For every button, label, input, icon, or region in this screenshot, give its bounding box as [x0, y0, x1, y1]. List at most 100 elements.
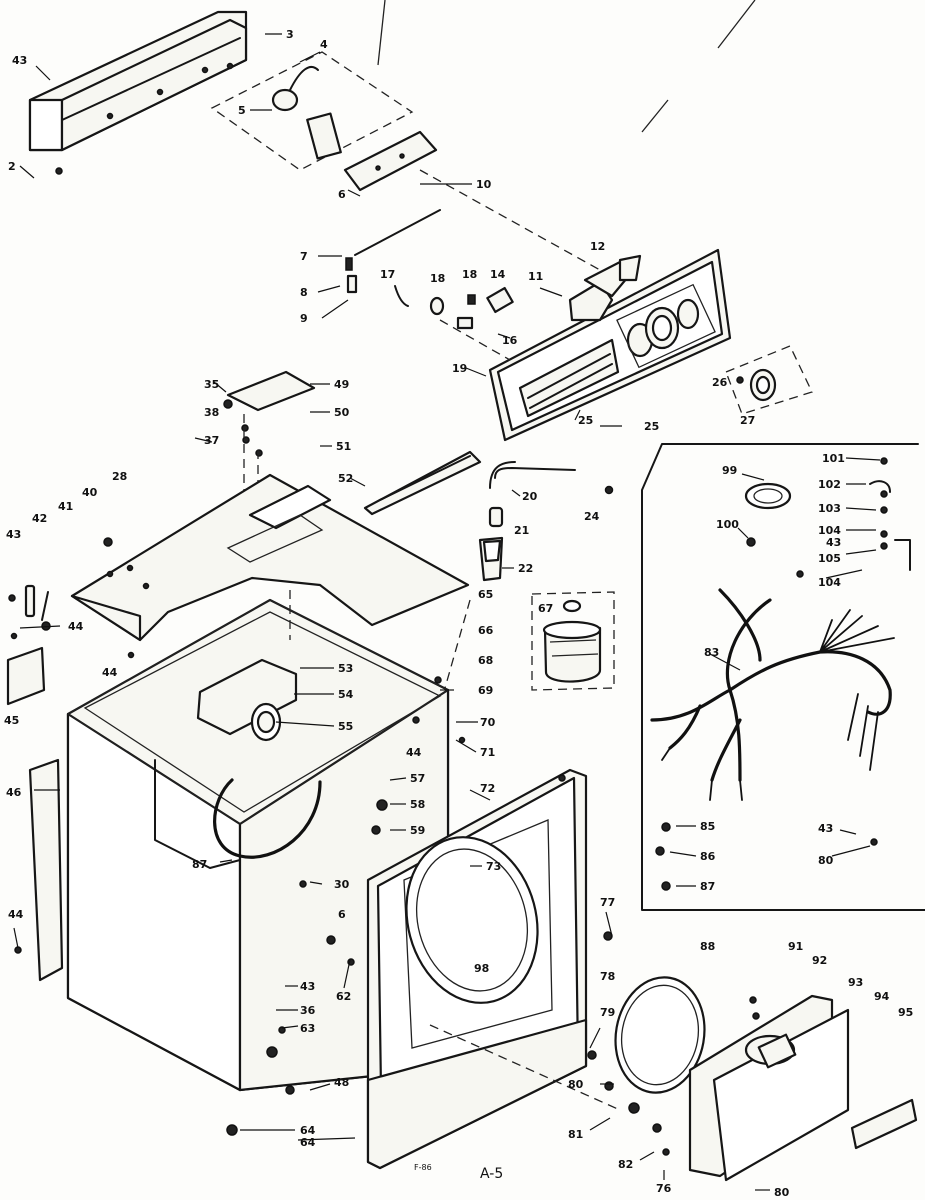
- callout-6: 6: [338, 188, 346, 201]
- callout-99: 99: [722, 464, 737, 477]
- callout-59: 59: [410, 824, 425, 837]
- callout-44-d: 44: [8, 908, 24, 921]
- callout-10: 10: [476, 178, 492, 191]
- callout-44-a: 44: [68, 620, 84, 633]
- callout-58: 58: [410, 798, 425, 811]
- callout-20: 20: [522, 490, 538, 503]
- callout-37: 37: [204, 434, 219, 447]
- small-switch-parts: [394, 285, 514, 361]
- callout-66: 66: [478, 624, 494, 637]
- callout-77: 77: [600, 896, 615, 909]
- callout-22: 22: [518, 562, 533, 575]
- rod-parts: [345, 209, 441, 294]
- leader-lines: [13, 33, 881, 1191]
- callout-95: 95: [898, 1006, 913, 1019]
- callout-57: 57: [410, 772, 425, 785]
- callout-46: 46: [6, 786, 22, 799]
- callout-87: 87: [192, 858, 207, 871]
- side-hinge-parts: [6, 584, 135, 706]
- callout-38: 38: [204, 406, 219, 419]
- callout-17: 17: [380, 268, 395, 281]
- callout-81: 81: [568, 1128, 583, 1141]
- dispenser-box: [531, 591, 615, 691]
- callout-64-b: 64: [300, 1136, 316, 1149]
- callout-4: 4: [320, 38, 328, 51]
- callout-11: 11: [528, 270, 543, 283]
- callout-72: 72: [480, 782, 495, 795]
- callout-93: 93: [848, 976, 863, 989]
- callout-98: 98: [474, 962, 489, 975]
- callout-43-left: 43: [6, 528, 21, 541]
- callout-48: 48: [334, 1076, 349, 1089]
- callout-16: 16: [502, 334, 518, 347]
- callout-50: 50: [334, 406, 350, 419]
- door-assembly: [614, 976, 918, 1182]
- callout-91: 91: [788, 940, 803, 953]
- callout-labels: 43 3 4 5 2 6 10 7 8 9 12 17 18 18 14 11 …: [4, 28, 913, 1199]
- callout-44-b: 44: [102, 666, 118, 679]
- callout-51: 51: [336, 440, 351, 453]
- callout-80-w: 80: [818, 854, 834, 867]
- callout-12: 12: [590, 240, 605, 253]
- callout-85: 85: [700, 820, 715, 833]
- control-panel: [488, 248, 732, 442]
- top-deck: [70, 473, 471, 689]
- callout-87b: 87: [700, 880, 715, 893]
- callout-24: 24: [584, 510, 600, 523]
- callout-63: 63: [300, 1022, 315, 1035]
- callout-82: 82: [618, 1158, 633, 1171]
- callout-49: 49: [334, 378, 349, 391]
- callout-71: 71: [480, 746, 495, 759]
- callout-100: 100: [716, 518, 739, 531]
- callout-25b: 25: [644, 420, 659, 433]
- callout-70: 70: [480, 716, 496, 729]
- figure-stamp: F-86: [414, 1163, 432, 1172]
- callout-42: 42: [32, 512, 47, 525]
- callout-45: 45: [4, 714, 19, 727]
- timer-switch-group: [210, 51, 601, 271]
- callout-64-a: 64: [300, 1124, 316, 1137]
- callout-36: 36: [300, 1004, 316, 1017]
- callout-88: 88: [700, 940, 715, 953]
- callout-21: 21: [514, 524, 529, 537]
- callout-73: 73: [486, 860, 501, 873]
- callout-3: 3: [286, 28, 294, 41]
- callout-43: 43: [12, 54, 27, 67]
- callout-69: 69: [478, 684, 493, 697]
- callout-41: 41: [58, 500, 73, 513]
- callout-94: 94: [874, 990, 890, 1003]
- callout-28: 28: [112, 470, 127, 483]
- callout-86: 86: [700, 850, 716, 863]
- callout-54: 54: [338, 688, 354, 701]
- callout-9: 9: [300, 312, 308, 325]
- callout-53: 53: [338, 662, 353, 675]
- wiring-harness-box: [641, 443, 925, 911]
- callout-102: 102: [818, 478, 841, 491]
- callout-43-w2: 43: [818, 822, 833, 835]
- callout-43-b: 43: [300, 980, 315, 993]
- callout-35: 35: [204, 378, 219, 391]
- callout-19: 19: [452, 362, 467, 375]
- callout-44-c: 44: [406, 746, 422, 759]
- callout-104-a: 104: [818, 524, 841, 537]
- callout-101: 101: [822, 452, 845, 465]
- callout-30: 30: [334, 878, 350, 891]
- callout-7: 7: [300, 250, 308, 263]
- callout-78: 78: [600, 970, 615, 983]
- stray-lines: [377, 0, 756, 133]
- callout-62: 62: [336, 990, 351, 1003]
- callout-79: 79: [600, 1006, 615, 1019]
- lid-handle: [363, 450, 482, 516]
- callout-25: 25: [578, 414, 593, 427]
- callout-8: 8: [300, 286, 308, 299]
- callout-103: 103: [818, 502, 841, 515]
- front-panel: [366, 768, 621, 1170]
- callout-18: 18: [430, 272, 445, 285]
- callout-26: 26: [712, 376, 728, 389]
- callout-80-a: 80: [568, 1078, 584, 1091]
- callout-2: 2: [8, 160, 16, 173]
- knob-group: [725, 345, 813, 415]
- callout-104-b: 104: [818, 576, 841, 589]
- callout-76: 76: [656, 1182, 672, 1195]
